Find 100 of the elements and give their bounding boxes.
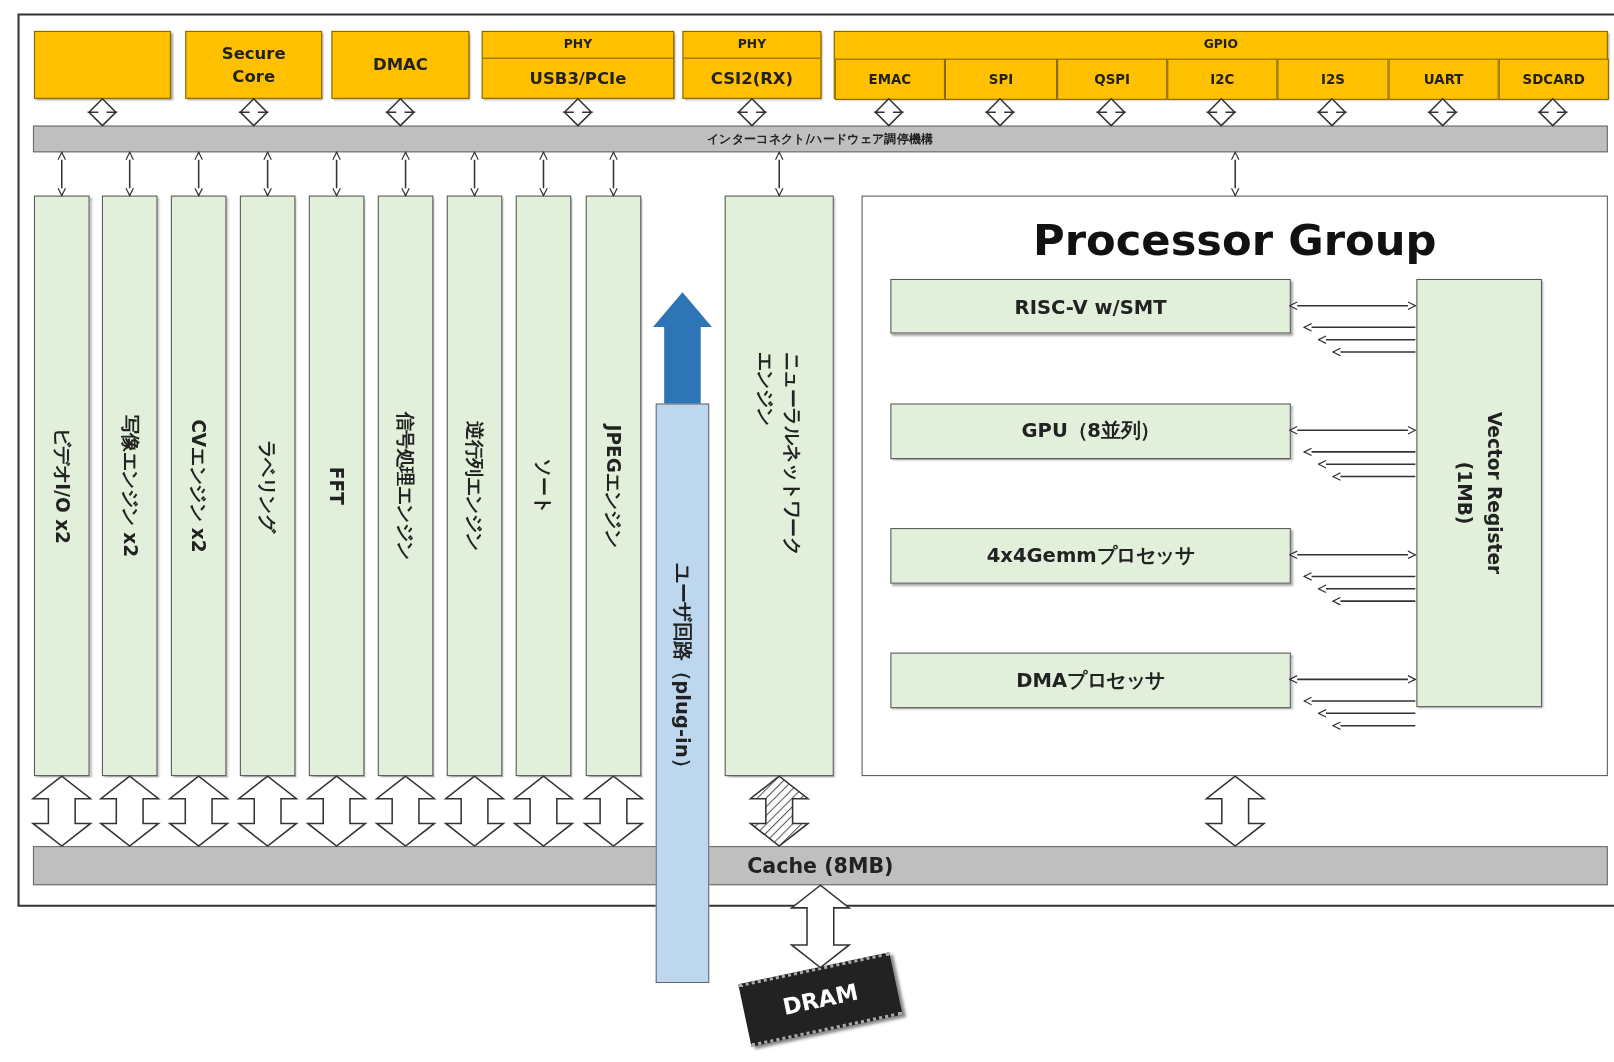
- interface-cell: [834, 58, 945, 100]
- engine-column: [239, 195, 296, 777]
- group-title: Processor Group: [1031, 215, 1438, 266]
- module-label: QSPI: [1093, 71, 1132, 87]
- engine-label: JPEGエンジン: [602, 424, 626, 548]
- engine-column: [585, 195, 642, 777]
- arrow: [1303, 447, 1417, 457]
- module-label: I2S: [1320, 71, 1346, 87]
- module-label: Secure Core: [220, 42, 287, 88]
- module-label: 4x4Gemmプロセッサ: [985, 542, 1196, 569]
- double-arrow: [194, 151, 203, 197]
- module-label: DMAC: [371, 53, 429, 76]
- interface-cell: [1498, 58, 1609, 100]
- chip-label: DRAM: [779, 977, 862, 1022]
- interconnect-bar: [32, 125, 1608, 153]
- double-arrow: [125, 151, 134, 197]
- user-circuit-bar: [655, 403, 710, 983]
- module-box: [33, 30, 171, 99]
- double-block-arrow: [1095, 97, 1127, 127]
- double-block-arrow: [748, 775, 811, 847]
- module-label: CSI2(RX): [709, 67, 795, 91]
- engine-label: 信号処理エンジン: [394, 411, 418, 560]
- register-label: Vector Register (1MB): [1453, 411, 1507, 577]
- module-label: SDCARD: [1521, 71, 1586, 87]
- arrow: [1317, 709, 1417, 718]
- double-block-arrow: [305, 775, 368, 847]
- module-label: UART: [1422, 71, 1465, 87]
- vector-register-block: [1416, 278, 1542, 708]
- arrow: [1303, 572, 1417, 581]
- double-block-arrow: [236, 775, 299, 847]
- header-label: PHY: [482, 31, 674, 59]
- module-box: [833, 30, 1608, 99]
- interface-cell: [1057, 58, 1168, 100]
- double-block-arrow: [1537, 97, 1568, 127]
- double-block-arrow: [1204, 775, 1267, 847]
- double-block-arrow: [443, 775, 506, 847]
- module-label: DMAプロセッサ: [1015, 667, 1166, 693]
- double-arrow: [1289, 425, 1417, 435]
- engine-label: 逆行列エンジン: [463, 421, 487, 551]
- header-label: PHY: [683, 31, 821, 59]
- engine-column: [446, 195, 503, 777]
- engine-column: [170, 195, 227, 777]
- engine-column: [377, 195, 434, 777]
- cache-bar: [32, 846, 1608, 886]
- double-block-arrow: [1316, 97, 1348, 127]
- double-arrow: [470, 151, 479, 197]
- engine-column: [515, 195, 572, 777]
- double-arrow: [401, 151, 410, 197]
- double-block-arrow: [512, 775, 575, 847]
- header-label: GPIO: [1202, 36, 1239, 54]
- double-block-arrow: [374, 775, 437, 847]
- module-box: [331, 30, 470, 99]
- arrow: [1303, 696, 1417, 706]
- double-block-arrow: [238, 97, 269, 127]
- module-label: SPI: [987, 71, 1015, 87]
- arrow: [1332, 472, 1417, 481]
- arrow: [1317, 459, 1417, 469]
- interface-cell: [1388, 58, 1499, 100]
- double-arrow: [1289, 675, 1417, 684]
- engine-label: ラベリング: [256, 439, 280, 533]
- double-arrow: [1230, 151, 1240, 197]
- module-label: USB3/PCIe: [528, 67, 628, 91]
- double-arrow: [1289, 301, 1417, 310]
- double-block-arrow: [562, 97, 594, 127]
- block-arrow: [653, 292, 712, 405]
- double-arrow: [57, 151, 67, 197]
- double-arrow: [609, 151, 618, 197]
- engine-label: CVエンジン x2: [187, 419, 211, 553]
- double-block-arrow: [789, 884, 852, 969]
- arrow: [1317, 584, 1417, 594]
- user-circuit-label: ユーザ回路（plug-in）: [671, 563, 696, 778]
- double-block-arrow: [1206, 97, 1237, 127]
- bus-label: インターコネクト/ハードウェア調停機構: [705, 130, 935, 149]
- cache-label: Cache (8MB): [746, 853, 895, 879]
- double-block-arrow: [582, 775, 645, 847]
- module-box: [185, 30, 323, 99]
- engine-label: FFT: [325, 466, 348, 505]
- engine-column: [33, 195, 90, 777]
- processor-box: [890, 528, 1291, 584]
- module-label: RISC-V w/SMT: [1013, 294, 1168, 318]
- module-label: EMAC: [867, 71, 913, 87]
- double-arrow: [332, 151, 341, 197]
- engine-label: 写像エンジン x2: [118, 414, 142, 558]
- double-block-arrow: [736, 97, 768, 127]
- double-block-arrow: [30, 775, 93, 847]
- double-block-arrow: [98, 775, 161, 847]
- processor-box: [890, 652, 1291, 709]
- double-arrow: [539, 151, 548, 197]
- double-block-arrow: [1427, 97, 1458, 127]
- arrow: [1332, 596, 1417, 606]
- engine-column: [308, 195, 365, 777]
- double-arrow: [263, 151, 272, 197]
- engine-label: ソート: [532, 458, 556, 514]
- engine-label: ビデオI/O x2: [50, 427, 75, 544]
- arrow: [1332, 721, 1417, 730]
- double-block-arrow: [873, 97, 905, 127]
- double-block-arrow: [167, 775, 230, 847]
- processor-box: [890, 403, 1291, 460]
- module-label: GPU（8並列）: [1020, 417, 1161, 444]
- double-block-arrow: [87, 97, 118, 127]
